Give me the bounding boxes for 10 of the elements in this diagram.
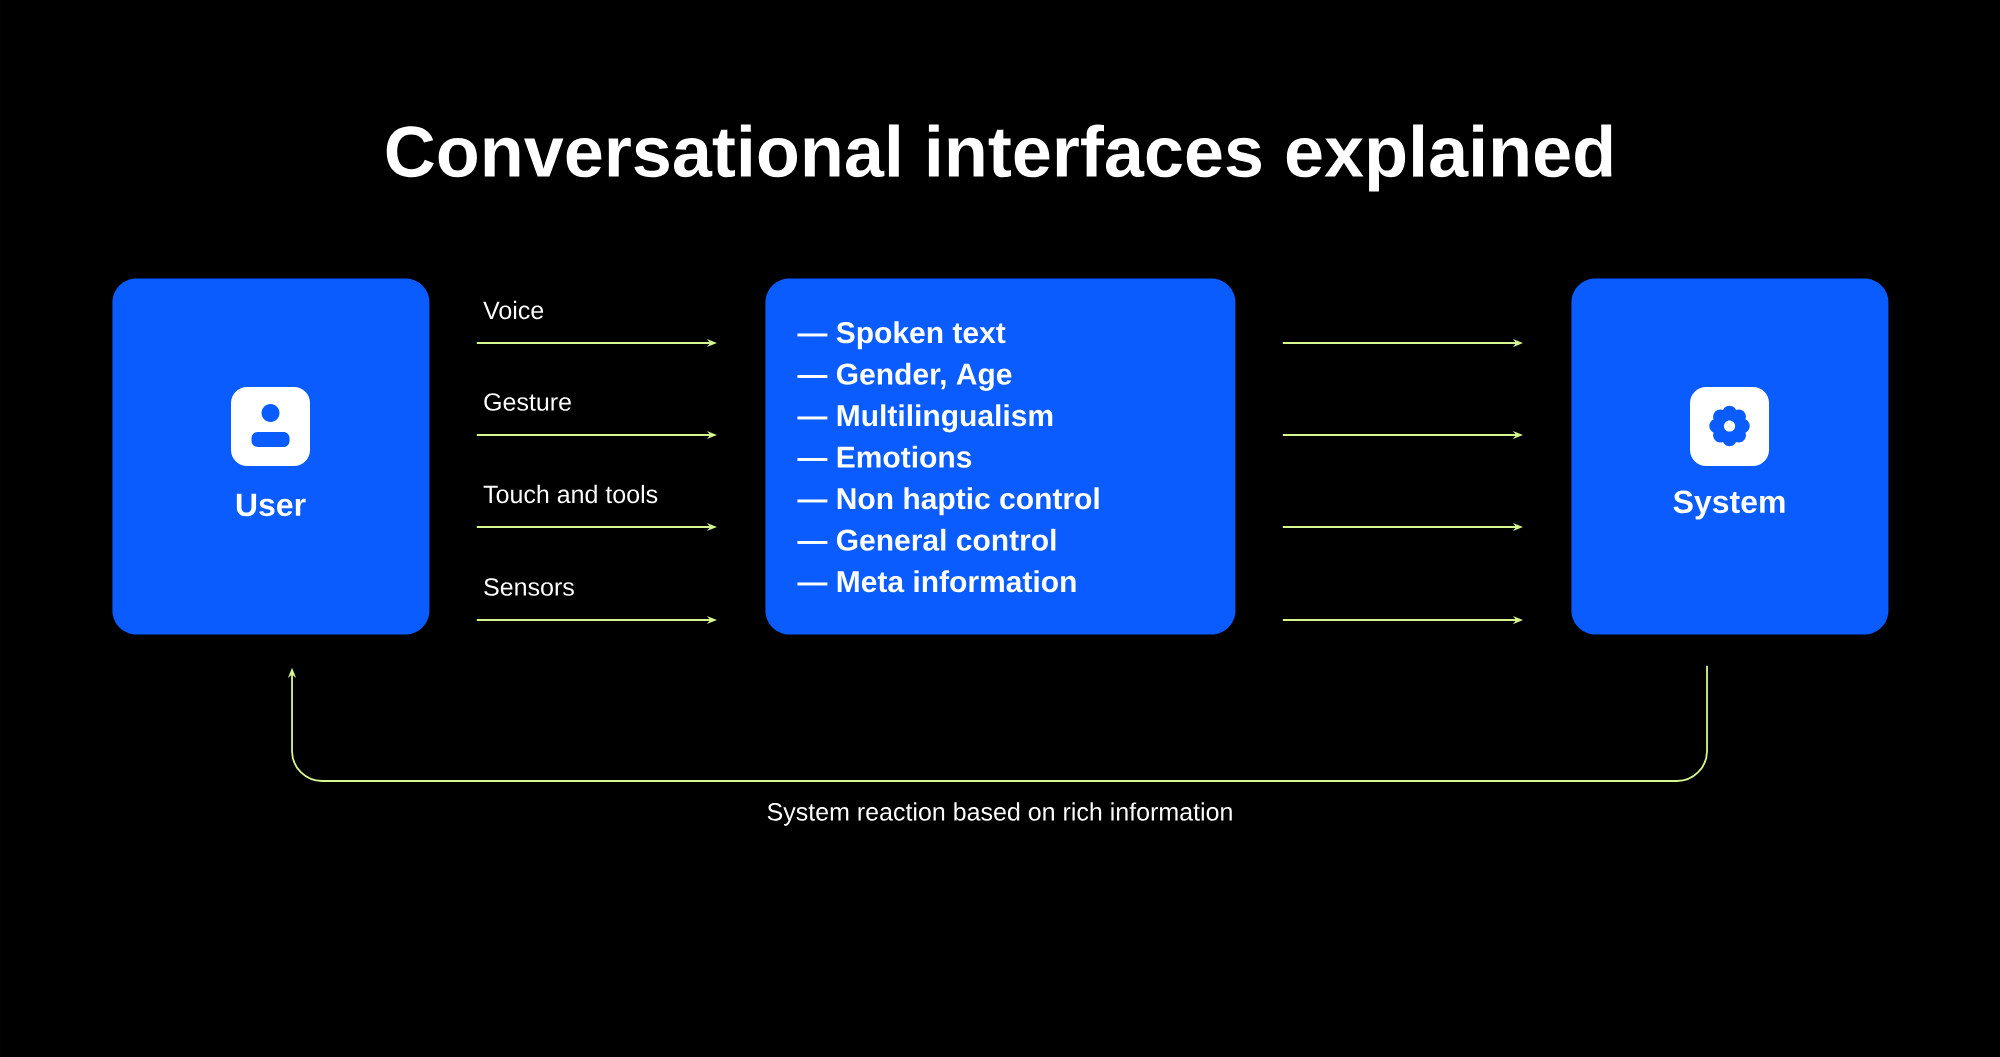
edge-label: Sensors: [484, 578, 574, 596]
actor-box: User: [112, 278, 430, 635]
feedback-arrow: [287, 664, 1708, 782]
edge-label: Touch and tools: [483, 484, 658, 504]
title: Conversational interfaces explained: [386, 124, 1612, 192]
list-box: — Spoken text — Gender, Age — Multilingualism — Emotions — Non haptic control — General control — Meta information: [765, 278, 1236, 635]
edge-label: System reaction based on rich information: [767, 802, 1232, 826]
actor-box: System: [1571, 278, 1889, 635]
edge-label: Voice: [483, 300, 544, 320]
edge-label: Gesture: [484, 393, 571, 411]
